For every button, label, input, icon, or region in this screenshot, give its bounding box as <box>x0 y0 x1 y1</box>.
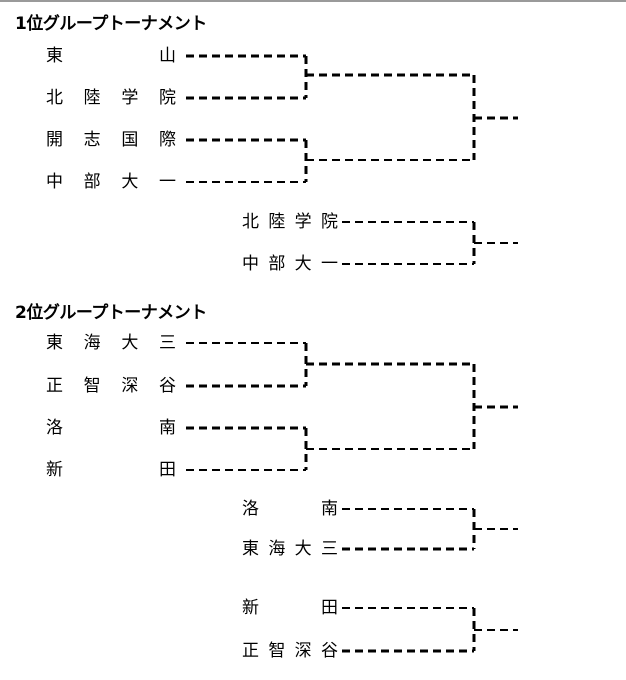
t1-final-team-2: 中部大一 <box>242 254 338 274</box>
t2-semi-b-team-2: 正智深谷 <box>242 641 338 661</box>
tournament2-title: 2位グループトーナメント <box>15 303 207 323</box>
t2-team-1: 東海大三 <box>46 333 176 353</box>
t2-team-3: 洛南 <box>46 418 176 438</box>
t1-team-2: 北陸学院 <box>46 88 176 108</box>
t1-team-3: 開志国際 <box>46 130 176 150</box>
t2-semi-a-team-2: 東海大三 <box>242 539 338 559</box>
t1-team-4: 中部大一 <box>46 172 176 192</box>
t2-semi-b-team-1: 新田 <box>242 598 338 618</box>
t2-semi-a-team-1: 洛南 <box>242 499 338 519</box>
t1-team-1: 東山 <box>46 46 176 66</box>
tournament1-title: 1位グループトーナメント <box>15 14 207 34</box>
t2-team-4: 新田 <box>46 460 176 480</box>
top-border <box>0 0 626 2</box>
t2-team-2: 正智深谷 <box>46 376 176 396</box>
t1-final-team-1: 北陸学院 <box>242 212 338 232</box>
